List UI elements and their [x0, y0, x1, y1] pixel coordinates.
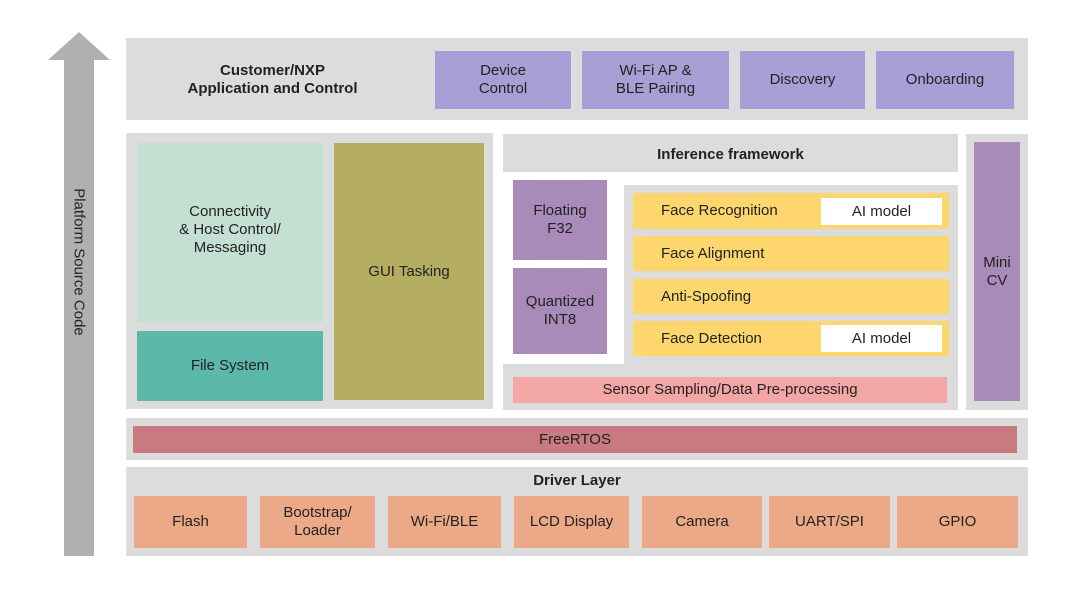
onboarding-block: Onboarding — [876, 51, 1014, 109]
discovery-block: Discovery — [740, 51, 865, 109]
flash-block: Flash — [134, 496, 247, 548]
connectivity-block: Connectivity & Host Control/ Messaging — [137, 143, 323, 322]
wifi-ap-ble-pairing-block: Wi-Fi AP & BLE Pairing — [582, 51, 729, 109]
wifi-ble-block: Wi-Fi/BLE — [388, 496, 501, 548]
ai-model-label-1: AI model — [821, 198, 942, 225]
camera-block: Camera — [642, 496, 762, 548]
up-arrow-shaft — [64, 58, 94, 556]
sensor-sampling-block: Sensor Sampling/Data Pre-processing — [513, 377, 947, 403]
mini-cv-block: Mini CV — [974, 142, 1020, 401]
inference-framework-title: Inference framework — [657, 146, 804, 163]
anti-spoofing-block: Anti-Spoofing — [633, 279, 949, 314]
driver-layer-title: Driver Layer — [533, 472, 621, 489]
gpio-block: GPIO — [897, 496, 1018, 548]
floating-f32-block: Floating F32 — [513, 180, 607, 260]
bootstrap-loader-block: Bootstrap/ Loader — [260, 496, 375, 548]
lcd-display-block: LCD Display — [514, 496, 629, 548]
up-arrow-icon — [48, 32, 110, 60]
face-alignment-block: Face Alignment — [633, 236, 949, 271]
device-control-block: Device Control — [435, 51, 571, 109]
ai-model-label-2: AI model — [821, 325, 942, 352]
application-layer-title: Customer/NXP Application and Control — [187, 61, 358, 97]
quantized-int8-block: Quantized INT8 — [513, 268, 607, 354]
uart-spi-block: UART/SPI — [769, 496, 890, 548]
gui-tasking-block: GUI Tasking — [334, 143, 484, 400]
platform-source-code-label: Platform Source Code — [70, 188, 88, 336]
freertos-block: FreeRTOS — [133, 426, 1017, 453]
file-system-block: File System — [137, 331, 323, 401]
